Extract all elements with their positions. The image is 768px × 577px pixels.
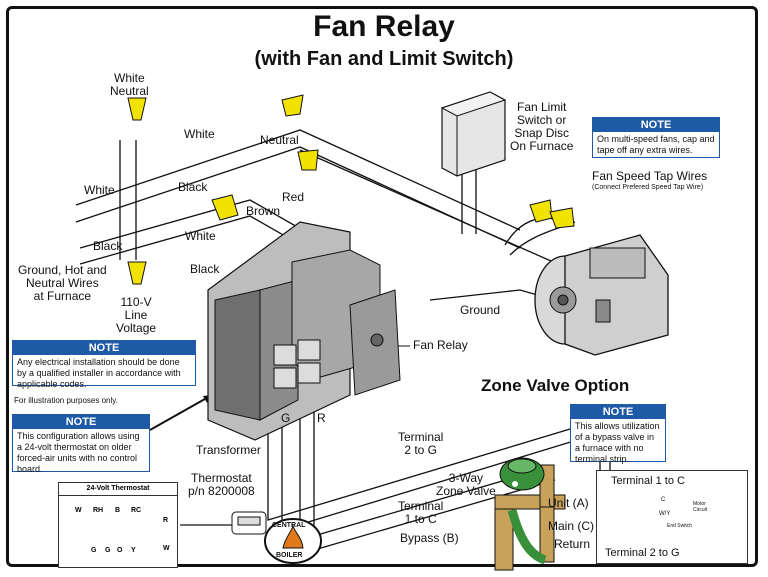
note-header: NOTE xyxy=(593,118,719,132)
page-subtitle: (with Fan and Limit Switch) xyxy=(254,48,514,70)
label-terminal-2g: Terminal 2 to G xyxy=(398,430,444,457)
note-header: NOTE xyxy=(13,341,195,355)
note-header: NOTE xyxy=(13,415,149,429)
wire-nuts xyxy=(127,94,575,285)
note-configuration: NOTE This configuration allows using a 2… xyxy=(12,414,150,474)
label-white-top: White xyxy=(184,127,215,141)
inset-terminal-1c: Terminal 1 to C xyxy=(611,475,685,487)
label-three-way-valve: 3-Way Zone Valve xyxy=(436,471,496,498)
label-red: Red xyxy=(282,190,305,204)
fan-limit-switch xyxy=(440,91,507,177)
label-g-wire: G xyxy=(281,411,291,425)
label-ground: Ground xyxy=(460,303,501,317)
label-black-left: Black xyxy=(93,239,123,253)
label-main: Main (C) xyxy=(548,519,595,533)
label-ground-hot-neutral: Ground, Hot and Neutral Wires at Furnace xyxy=(18,263,107,303)
terminal-o: O xyxy=(117,547,123,554)
inset-wire-wy: W/Y xyxy=(659,511,671,517)
terminal-rc: RC xyxy=(131,507,142,514)
inset-wire-c: C xyxy=(661,497,666,503)
label-fan-speed-tap: Fan Speed Tap Wires xyxy=(592,169,708,183)
label-white-low: White xyxy=(185,229,216,243)
zone-valve-wiring-inset: Terminal 1 to C C W/Y Motor Circuit End … xyxy=(596,470,748,564)
label-black-low: Black xyxy=(190,262,220,276)
note-header: NOTE xyxy=(571,405,665,419)
label-terminal-1c: Terminal 1 to C xyxy=(398,499,444,526)
inset-terminal-2g: Terminal 2 to G xyxy=(605,547,680,559)
logo-top-text: CENTRAL xyxy=(272,522,306,529)
illustration-disclaimer: For illustration purposes only. xyxy=(14,396,118,405)
label-white-neutral: White Neutral xyxy=(110,71,149,98)
central-boiler-logo xyxy=(264,518,322,564)
note-body: This configuration allows using a 24-vol… xyxy=(17,431,140,474)
label-fan-speed-sub: (Connect Prefered Speed Tap Wire) xyxy=(592,184,704,191)
zone-valve xyxy=(494,457,566,571)
label-line-voltage: 110-V Line Voltage xyxy=(116,295,157,335)
label-unit: Unit (A) xyxy=(548,496,589,510)
logo-bottom-text: BOILER xyxy=(276,552,303,559)
label-black-mid: Black xyxy=(178,180,208,194)
blower-fan xyxy=(534,234,669,356)
zone-valve-option-title: Zone Valve Option xyxy=(481,376,630,395)
note-multi-speed: NOTE On multi-speed fans, cap and tape o… xyxy=(592,117,720,158)
label-fan-relay: Fan Relay xyxy=(413,338,468,352)
note-electrical: NOTE Any electrical installation should … xyxy=(12,340,196,389)
label-brown: Brown xyxy=(246,204,281,218)
inset-end-switch: End Switch xyxy=(667,523,693,529)
inset-motor-circuit: Motor Circuit xyxy=(693,501,708,513)
label-fan-limit-switch: Fan Limit Switch or Snap Disc On Furnace xyxy=(510,100,574,153)
fan-relay-assembly xyxy=(207,221,401,441)
label-return: Return xyxy=(554,537,591,551)
terminal-b: B xyxy=(115,507,121,514)
terminal-rh: RH xyxy=(93,507,104,514)
inset-title: 24-Volt Thermostat xyxy=(59,483,177,496)
terminal-w: W xyxy=(75,507,82,514)
page-title: Fan Relay xyxy=(313,10,455,43)
label-transformer: Transformer xyxy=(196,443,261,457)
label-neutral: Neutral xyxy=(260,133,299,147)
terminal-g2: G xyxy=(105,547,111,554)
thermostat-wiring-inset: 24-Volt Thermostat W RH B RC G G O Y R W xyxy=(58,482,178,568)
terminal-g1: G xyxy=(91,547,97,554)
label-r-wire: R xyxy=(317,411,326,425)
terminal-r-side: R xyxy=(163,517,169,524)
terminal-w-side: W xyxy=(163,545,170,552)
note-body: On multi-speed fans, cap and tape off an… xyxy=(597,134,715,155)
label-white-left: White xyxy=(84,183,115,197)
note-bypass: NOTE This allows utilization of a bypass… xyxy=(570,404,666,464)
note-body: This allows utilization of a bypass valv… xyxy=(575,421,660,464)
note-body: Any electrical installation should be do… xyxy=(17,357,181,389)
label-bypass: Bypass (B) xyxy=(400,531,459,545)
thermostat-device xyxy=(231,511,267,535)
label-thermostat: Thermostat p/n 8200008 xyxy=(188,471,255,498)
terminal-y: Y xyxy=(131,547,136,554)
